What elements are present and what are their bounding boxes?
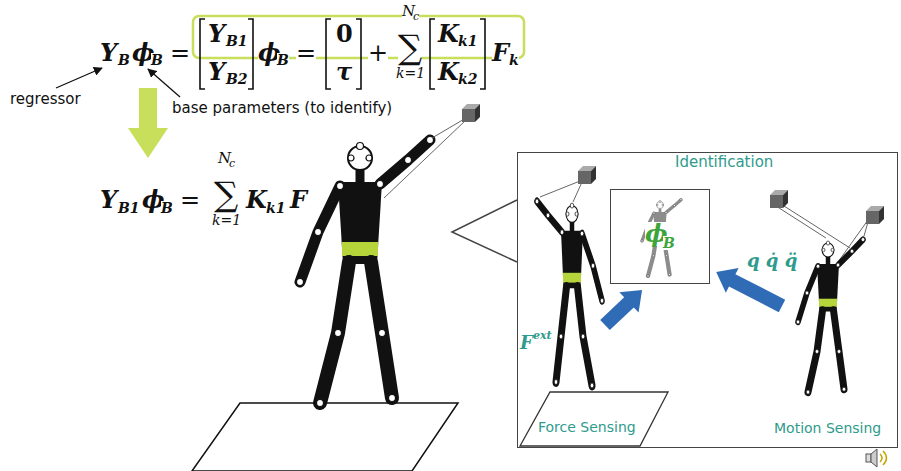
camera (578, 166, 596, 184)
math-symbol: K (438, 22, 459, 46)
plate-outline (520, 392, 668, 446)
joint-state-symbol: q q̇ q̈ (747, 252, 797, 270)
math-subscript: k2 (458, 72, 477, 86)
force-superscript: ext (533, 330, 552, 341)
matrix-bracket (480, 19, 485, 89)
math-subscript: B1 (226, 34, 248, 48)
speaker-icon (880, 454, 882, 462)
math-subscript: B (277, 53, 289, 67)
matrix-bracket (356, 19, 361, 89)
math-symbol: K (246, 188, 267, 212)
matrix-bracket (248, 19, 253, 89)
camera (866, 211, 879, 224)
flow-arrow (595, 280, 651, 335)
camera (384, 120, 466, 198)
math-subscript: k1 (458, 34, 477, 48)
camera (384, 118, 868, 262)
force-subject-figure (535, 199, 604, 388)
annotation-label: base parameters (to identify) (172, 101, 392, 116)
camera (783, 190, 788, 208)
math-symbol: F (492, 41, 509, 65)
math-operator: = (296, 41, 316, 65)
plate-outline (520, 392, 668, 446)
model-figure (641, 199, 682, 277)
math-subscript: c (413, 11, 419, 22)
math-subscript: B (151, 53, 163, 67)
camera (432, 118, 466, 138)
math-subscript: k=1 (212, 213, 241, 227)
camera (770, 195, 783, 208)
math-operator: = (170, 41, 190, 65)
matrix-bracket (200, 19, 485, 89)
math-operator: ∑ (398, 30, 422, 64)
math-symbol: τ (336, 60, 352, 84)
callout-pointer (452, 200, 517, 262)
camera (770, 190, 788, 208)
speaker-icon (866, 449, 887, 467)
camera (462, 104, 480, 122)
math-symbol: Y (100, 41, 117, 65)
math-subscript: k (509, 53, 519, 67)
speaker-icon (871, 449, 877, 467)
math-symbol: F (290, 188, 307, 212)
math-symbol: Y (100, 188, 117, 212)
force-symbol: F (520, 334, 533, 352)
camera (475, 104, 480, 122)
math-subscript: B (161, 201, 173, 215)
camera (776, 206, 826, 238)
caption-label: Motion Sensing (774, 421, 881, 435)
inset-panel: Fext q q̇ q̈ Motion Sensing Identificationϕ… (517, 152, 898, 448)
motion-subject-figure (796, 238, 865, 395)
identification-box: IdentificationϕB (610, 189, 710, 284)
leader-line (56, 68, 102, 88)
camera (879, 206, 884, 224)
math-subscript: k=1 (396, 66, 425, 80)
math-symbol: Y (208, 22, 225, 46)
math-subscript: B2 (226, 72, 248, 86)
subject-figure (297, 137, 434, 407)
down-arrow (128, 88, 168, 158)
parameter-subscript: B (663, 236, 675, 250)
camera (784, 206, 850, 248)
math-operator: ∑ (214, 177, 238, 211)
heading-label: Identification (675, 155, 773, 170)
camera (462, 109, 475, 122)
caption-label: Force Sensing (538, 420, 636, 434)
force-plate: Force Sensing (520, 392, 668, 446)
matrix-bracket (200, 19, 205, 89)
speaker-icon (866, 454, 871, 462)
matrix-bracket (430, 19, 435, 89)
camera (591, 166, 596, 184)
camera (866, 206, 884, 224)
math-subscript: B1 (118, 201, 140, 215)
math-operator: = (180, 188, 200, 212)
math-operator: + (368, 41, 388, 65)
math-subscript: B (118, 53, 130, 67)
force-plate-outline (192, 403, 458, 471)
annotation-label: regressor (10, 92, 81, 107)
camera (573, 182, 582, 202)
camera (384, 104, 884, 262)
math-symbol: K (438, 60, 459, 84)
math-symbol: Y (208, 60, 225, 84)
math-subscript: k1 (266, 201, 285, 215)
math-symbol: 0 (336, 22, 353, 46)
highlight-frame (193, 16, 524, 58)
math-subscript: c (229, 158, 235, 169)
camera (540, 181, 580, 197)
matrix-bracket (326, 19, 331, 89)
camera (578, 171, 591, 184)
speaker-icon (883, 451, 887, 465)
